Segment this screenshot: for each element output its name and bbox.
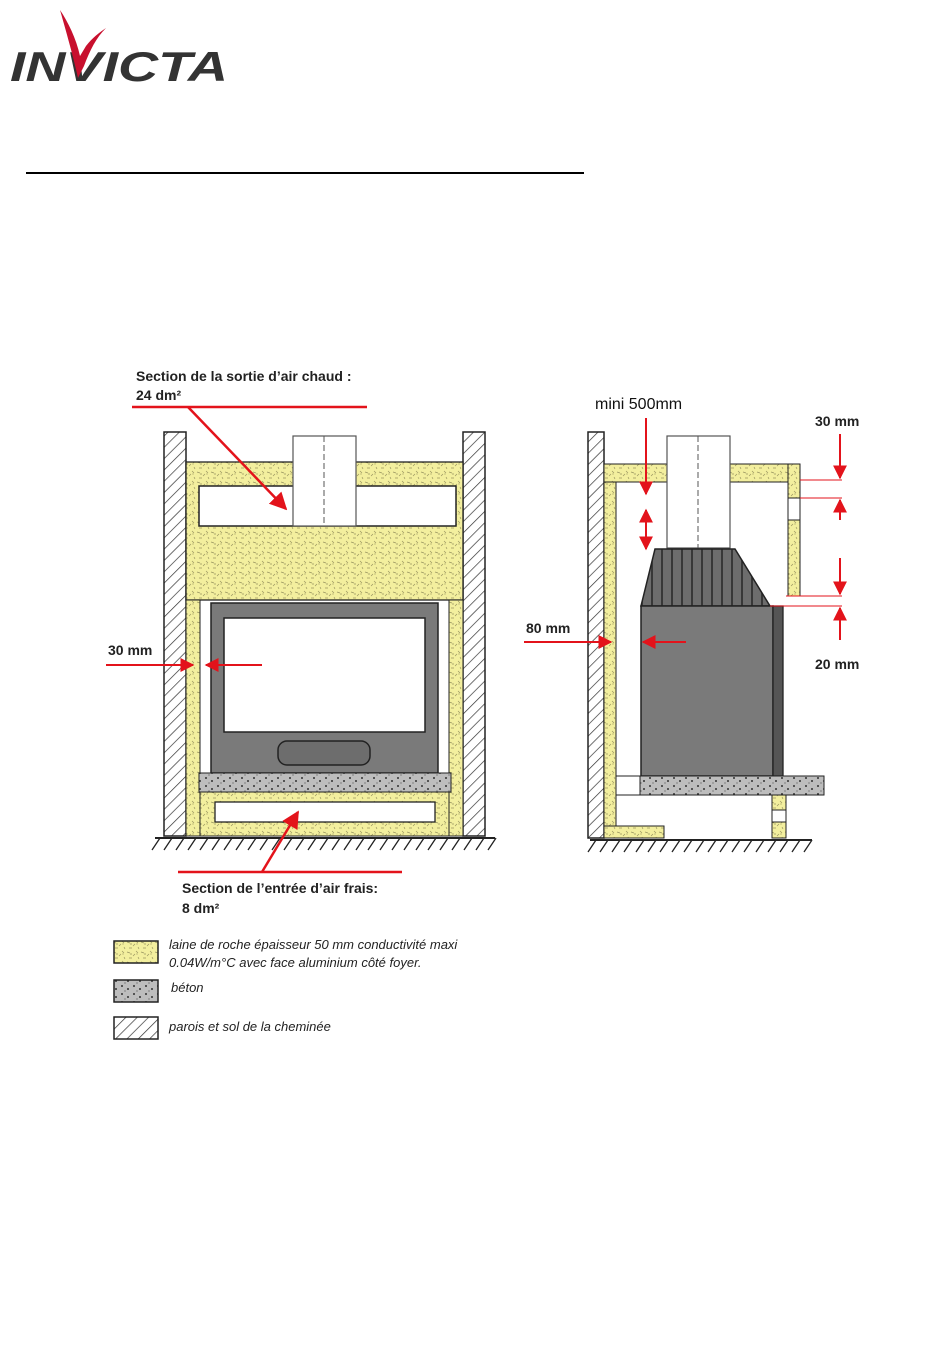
legend-concrete: béton (171, 980, 204, 995)
front-side-gap-label: 30 mm (108, 642, 152, 658)
side-insulation-front-lower (788, 520, 800, 596)
front-concrete-slab (199, 773, 451, 792)
side-floor (588, 840, 812, 852)
fresh-air-inlet-label: Section de l’entrée d’air frais: (182, 880, 378, 896)
side-concrete-slab (640, 776, 824, 795)
front-floor (152, 838, 496, 850)
lower-gap-label: 20 mm (815, 656, 859, 672)
side-insulation-back (604, 464, 616, 838)
fresh-air-inlet-grille (215, 802, 435, 822)
insulation-swatch (114, 941, 158, 963)
side-outlet-opening (788, 498, 800, 520)
hot-air-outlet-label: Section de la sortie d’air chaud : (136, 368, 352, 384)
legend-insulation-line1: laine de roche épaisseur 50 mm conductiv… (169, 937, 458, 952)
side-insert-hood (641, 549, 770, 606)
front-view: Section de la sortie d’air chaud : 24 dm… (106, 368, 496, 916)
fresh-air-inlet-area: 8 dm² (182, 900, 220, 916)
legend: laine de roche épaisseur 50 mm conductiv… (114, 937, 458, 1039)
front-insert-handle (278, 741, 370, 765)
back-gap-label: 80 mm (526, 620, 570, 636)
hot-air-outlet-area: 24 dm² (136, 387, 181, 403)
front-insulation-right (449, 600, 463, 836)
front-left-wall (164, 432, 186, 836)
side-insulation-front-upper (788, 464, 800, 498)
top-gap-label: 30 mm (815, 413, 859, 429)
side-insulation-bottom (604, 826, 664, 838)
side-insert-body (641, 606, 773, 776)
side-back-wall (588, 432, 604, 838)
front-insert-glass (224, 618, 425, 732)
front-insulation-left (186, 600, 200, 836)
front-right-wall (463, 432, 485, 836)
hatch-swatch (114, 1017, 158, 1039)
legend-insulation-line2: 0.04W/m°C avec face aluminium côté foyer… (169, 955, 422, 970)
min-height-label: mini 500mm (595, 396, 682, 413)
side-view: mini 500mm 30 mm 20 mm 80 mm (524, 396, 859, 852)
side-insert-door (773, 606, 783, 776)
concrete-swatch (114, 980, 158, 1002)
legend-walls: parois et sol de la cheminée (168, 1019, 331, 1034)
